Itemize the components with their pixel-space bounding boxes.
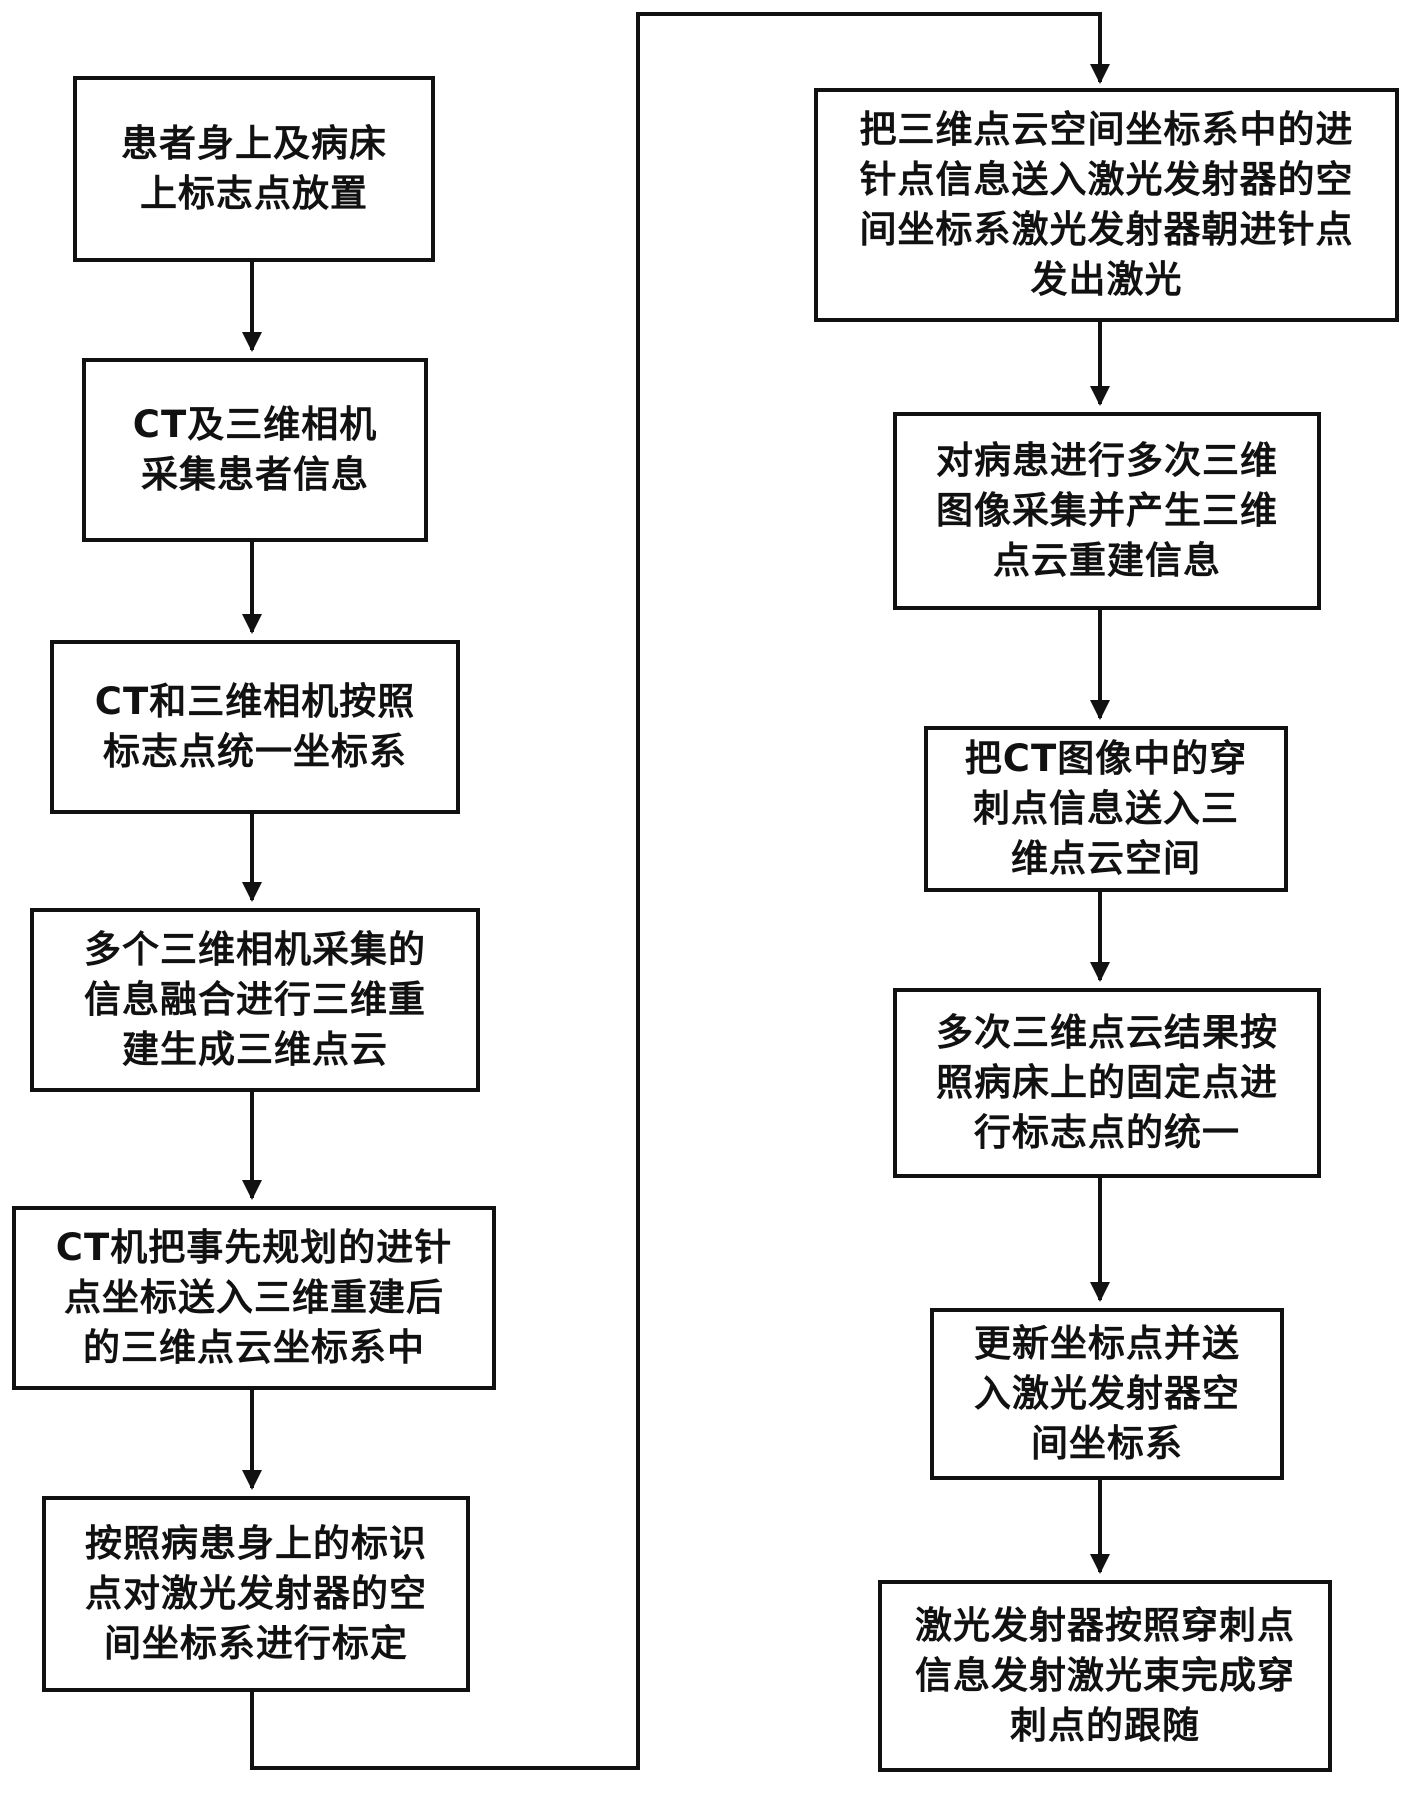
step-10-text: 多次三维点云结果按 照病床上的固定点进 行标志点的统一 (936, 1011, 1278, 1154)
step-7-text: 把三维点云空间坐标系中的进 针点信息送入激光发射器的空 间坐标系激光发射器朝进针… (859, 108, 1354, 301)
step-8-box: 对病患进行多次三维 图像采集并产生三维 点云重建信息 (893, 412, 1321, 610)
step-8-text: 对病患进行多次三维 图像采集并产生三维 点云重建信息 (936, 439, 1278, 582)
step-4-box: 多个三维相机采集的 信息融合进行三维重 建生成三维点云 (30, 908, 480, 1092)
step-12-text: 激光发射器按照穿刺点 信息发射激光束完成穿 刺点的跟随 (915, 1604, 1295, 1747)
step-1-text: 患者身上及病床 上标志点放置 (121, 122, 387, 215)
step-6-box: 按照病患身上的标识 点对激光发射器的空 间坐标系进行标定 (42, 1496, 470, 1692)
step-9-box: 把CT图像中的穿 刺点信息送入三 维点云空间 (924, 726, 1288, 892)
step-2-box: CT及三维相机 采集患者信息 (82, 358, 428, 542)
connector-s6-s7 (250, 12, 1110, 1770)
step-12-box: 激光发射器按照穿刺点 信息发射激光束完成穿 刺点的跟随 (878, 1580, 1332, 1772)
step-7-box: 把三维点云空间坐标系中的进 针点信息送入激光发射器的空 间坐标系激光发射器朝进针… (814, 88, 1399, 322)
step-11-box: 更新坐标点并送 入激光发射器空 间坐标系 (930, 1308, 1284, 1480)
step-9-text: 把CT图像中的穿 刺点信息送入三 维点云空间 (964, 737, 1248, 880)
step-3-box: CT和三维相机按照 标志点统一坐标系 (50, 640, 460, 814)
step-5-text: CT机把事先规划的进针 点坐标送入三维重建后 的三维点云坐标系中 (55, 1226, 453, 1369)
step-5-box: CT机把事先规划的进针 点坐标送入三维重建后 的三维点云坐标系中 (12, 1206, 496, 1390)
step-3-text: CT和三维相机按照 标志点统一坐标系 (94, 680, 416, 773)
step-4-text: 多个三维相机采集的 信息融合进行三维重 建生成三维点云 (84, 928, 426, 1071)
step-10-box: 多次三维点云结果按 照病床上的固定点进 行标志点的统一 (893, 988, 1321, 1178)
step-6-text: 按照病患身上的标识 点对激光发射器的空 间坐标系进行标定 (85, 1522, 427, 1665)
step-11-text: 更新坐标点并送 入激光发射器空 间坐标系 (974, 1322, 1240, 1465)
step-1-box: 患者身上及病床 上标志点放置 (73, 76, 435, 262)
step-2-text: CT及三维相机 采集患者信息 (132, 403, 378, 496)
